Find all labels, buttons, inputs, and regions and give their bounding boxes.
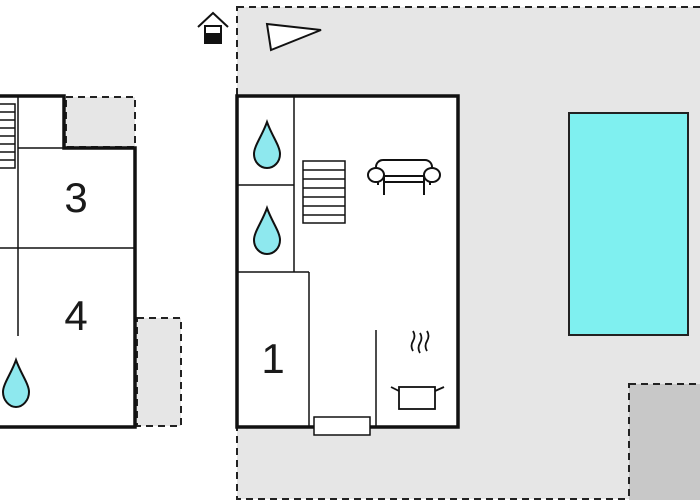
sofa-icon	[367, 159, 441, 195]
room-label: 4	[64, 292, 87, 339]
water-drop-icon	[1, 357, 31, 409]
door-marker	[313, 416, 371, 436]
swimming-pool	[568, 112, 689, 336]
stairs-icon	[302, 160, 346, 224]
interior-walls	[237, 96, 377, 427]
stairs-icon	[0, 103, 16, 169]
house-entrance-icon	[197, 11, 229, 44]
interior-walls	[0, 96, 135, 336]
balcony-area	[65, 96, 136, 148]
cooking-pot-icon	[390, 330, 445, 410]
water-drop-icon	[252, 119, 282, 170]
water-drop-icon	[252, 205, 282, 256]
terrace-area	[628, 383, 700, 500]
north-arrow-icon	[265, 22, 322, 52]
room-label: 3	[64, 174, 87, 221]
building-upper	[0, 94, 137, 429]
room-label: 1	[261, 335, 284, 382]
terrace-area	[136, 317, 182, 427]
